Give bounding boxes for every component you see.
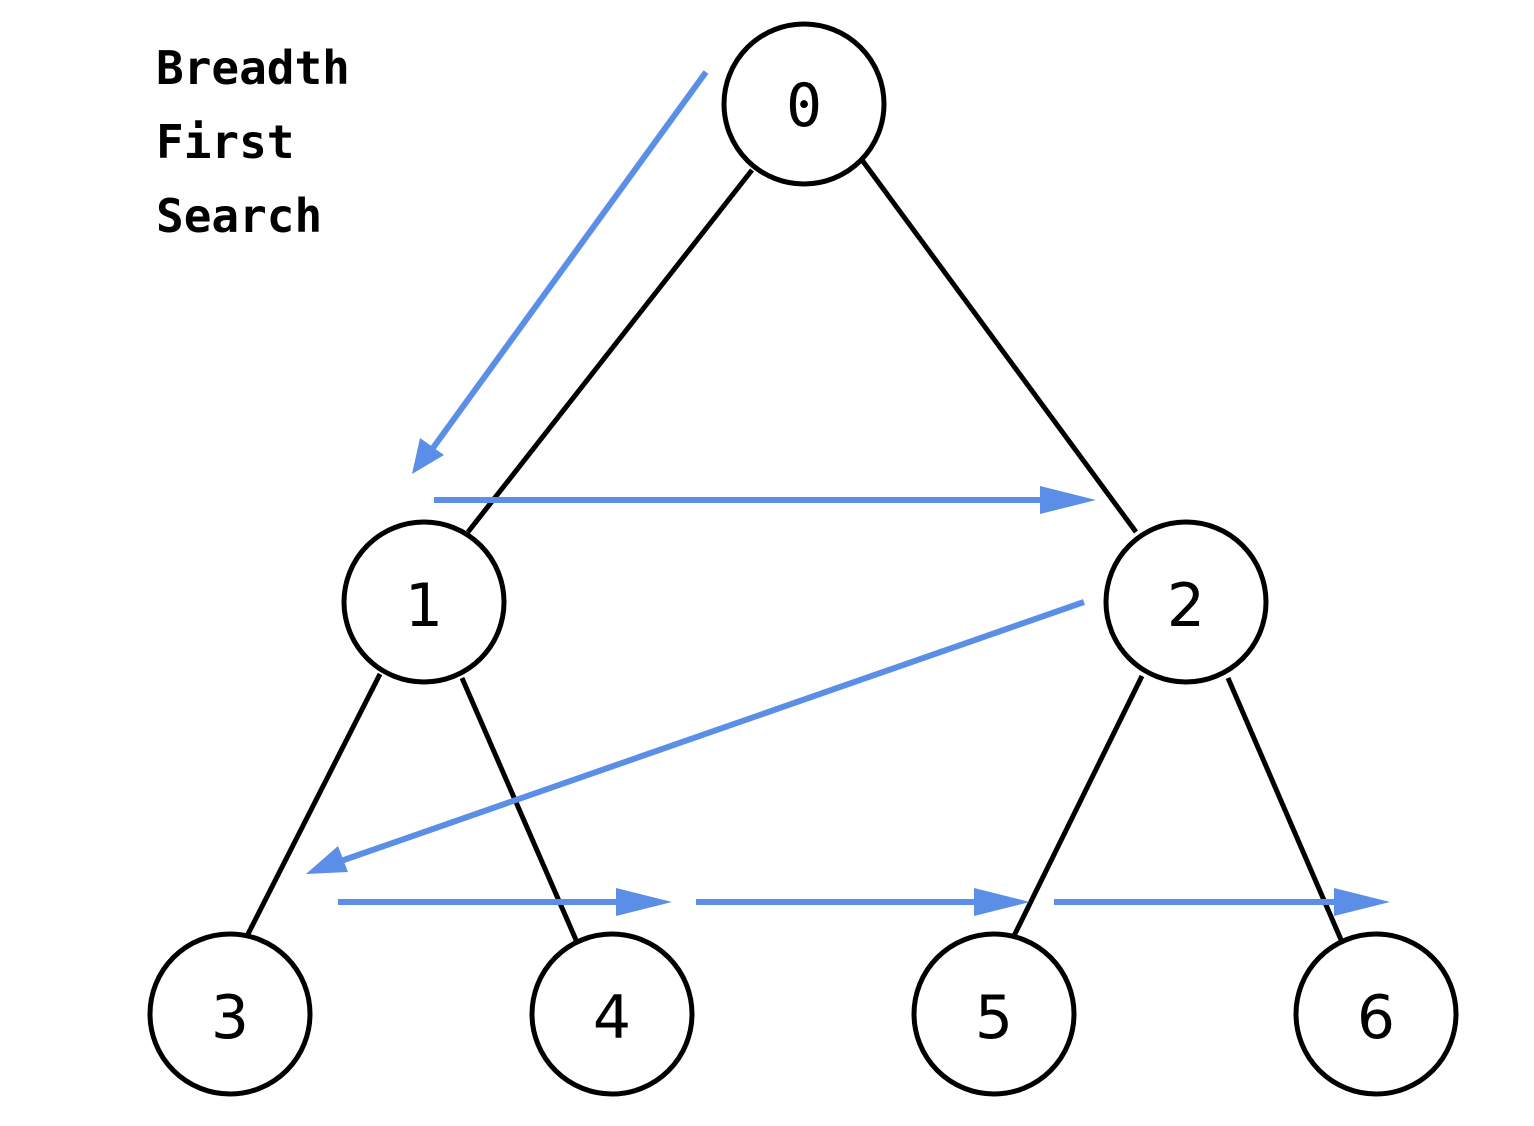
edge-0-2 [859, 158, 1139, 534]
node-1-circle [341, 519, 507, 685]
node-5-circle [911, 931, 1077, 1097]
node-2-circle [1103, 519, 1269, 685]
node-3-label: 3 [211, 983, 249, 1053]
node-3: 3 [147, 931, 313, 1097]
node-2: 2 [1103, 519, 1269, 685]
node-6-circle [1293, 931, 1459, 1097]
node-3-circle [147, 931, 313, 1097]
node-1: 1 [341, 519, 507, 685]
traversal-arrow-2-to-3 [306, 599, 1085, 874]
edge-1-3 [243, 672, 383, 940]
node-6-label: 6 [1357, 983, 1395, 1053]
edge-2-6 [1225, 677, 1345, 943]
traversal-arrow-5-to-6 [1054, 888, 1390, 916]
node-1-label: 1 [405, 571, 443, 641]
node-0-label: 0 [786, 71, 822, 141]
tree-nodes: 0 1 2 3 4 5 6 [147, 21, 1459, 1097]
tree-edges [243, 158, 1345, 943]
title-line-1: Breadth [156, 41, 350, 95]
edge-0-1 [466, 168, 754, 534]
node-0-circle [721, 21, 887, 187]
node-4-label: 4 [593, 983, 631, 1053]
node-2-label: 2 [1167, 571, 1205, 641]
traversal-arrow-3-to-4 [338, 888, 672, 916]
traversal-arrow-0-to-1 [412, 70, 709, 474]
title-line-2: First [156, 115, 294, 169]
node-5-label: 5 [975, 983, 1013, 1053]
node-6: 6 [1293, 931, 1459, 1097]
edge-1-4 [459, 677, 579, 941]
node-4-circle [529, 931, 695, 1097]
diagram-title: Breadth First Search [156, 41, 350, 243]
traversal-arrows [306, 70, 1390, 916]
title-line-3: Search [156, 189, 322, 243]
traversal-arrow-4-to-5 [696, 888, 1030, 916]
edge-2-5 [1009, 674, 1145, 942]
node-5: 5 [911, 931, 1077, 1097]
node-0: 0 [721, 21, 887, 187]
node-4: 4 [529, 931, 695, 1097]
traversal-arrow-1-to-2 [434, 486, 1096, 514]
